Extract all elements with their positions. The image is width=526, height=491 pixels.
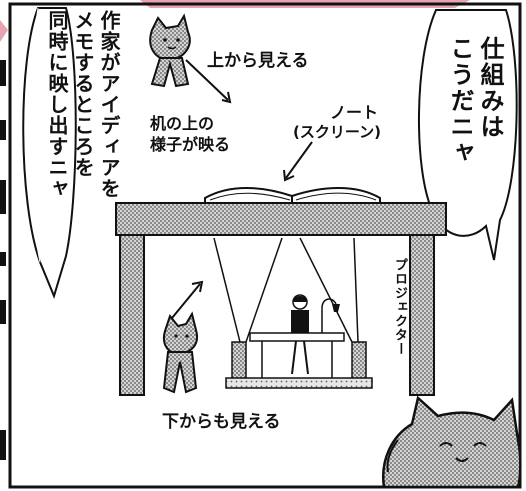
panel-border xyxy=(8,2,522,489)
desk-label-line2: 様子が映る xyxy=(150,135,231,154)
projector-label: プロジェクター xyxy=(392,258,407,356)
small-cat-bottom xyxy=(162,311,198,394)
speech-bubble-left-text: 作家がアイディアを メモするところを 同時に映し出すニャ xyxy=(45,10,121,199)
arrow-bottom xyxy=(171,283,201,319)
notebook-screen xyxy=(204,187,381,205)
speech-bubble-left xyxy=(22,7,77,299)
projection-beams xyxy=(213,237,359,343)
speech-bubble-right-text: 仕組みは こうだニャ xyxy=(446,36,504,166)
miniature-stage xyxy=(225,294,373,389)
arrow-top xyxy=(185,59,229,101)
bottom-view-label: 下からも見える xyxy=(162,412,281,432)
speech-bubble-right xyxy=(417,9,518,261)
arrow-note xyxy=(285,141,313,179)
adjacent-panel-strip xyxy=(0,0,8,491)
top-view-label: 上から見える xyxy=(207,51,309,71)
desk-label-line1: 机の上の xyxy=(150,114,215,133)
note-label-line1: ノート xyxy=(330,103,379,122)
large-cat-bottom-right xyxy=(381,395,522,489)
table xyxy=(115,202,447,396)
small-cat-top xyxy=(149,13,191,88)
note-label-line2: (スクリーン) xyxy=(293,123,381,141)
